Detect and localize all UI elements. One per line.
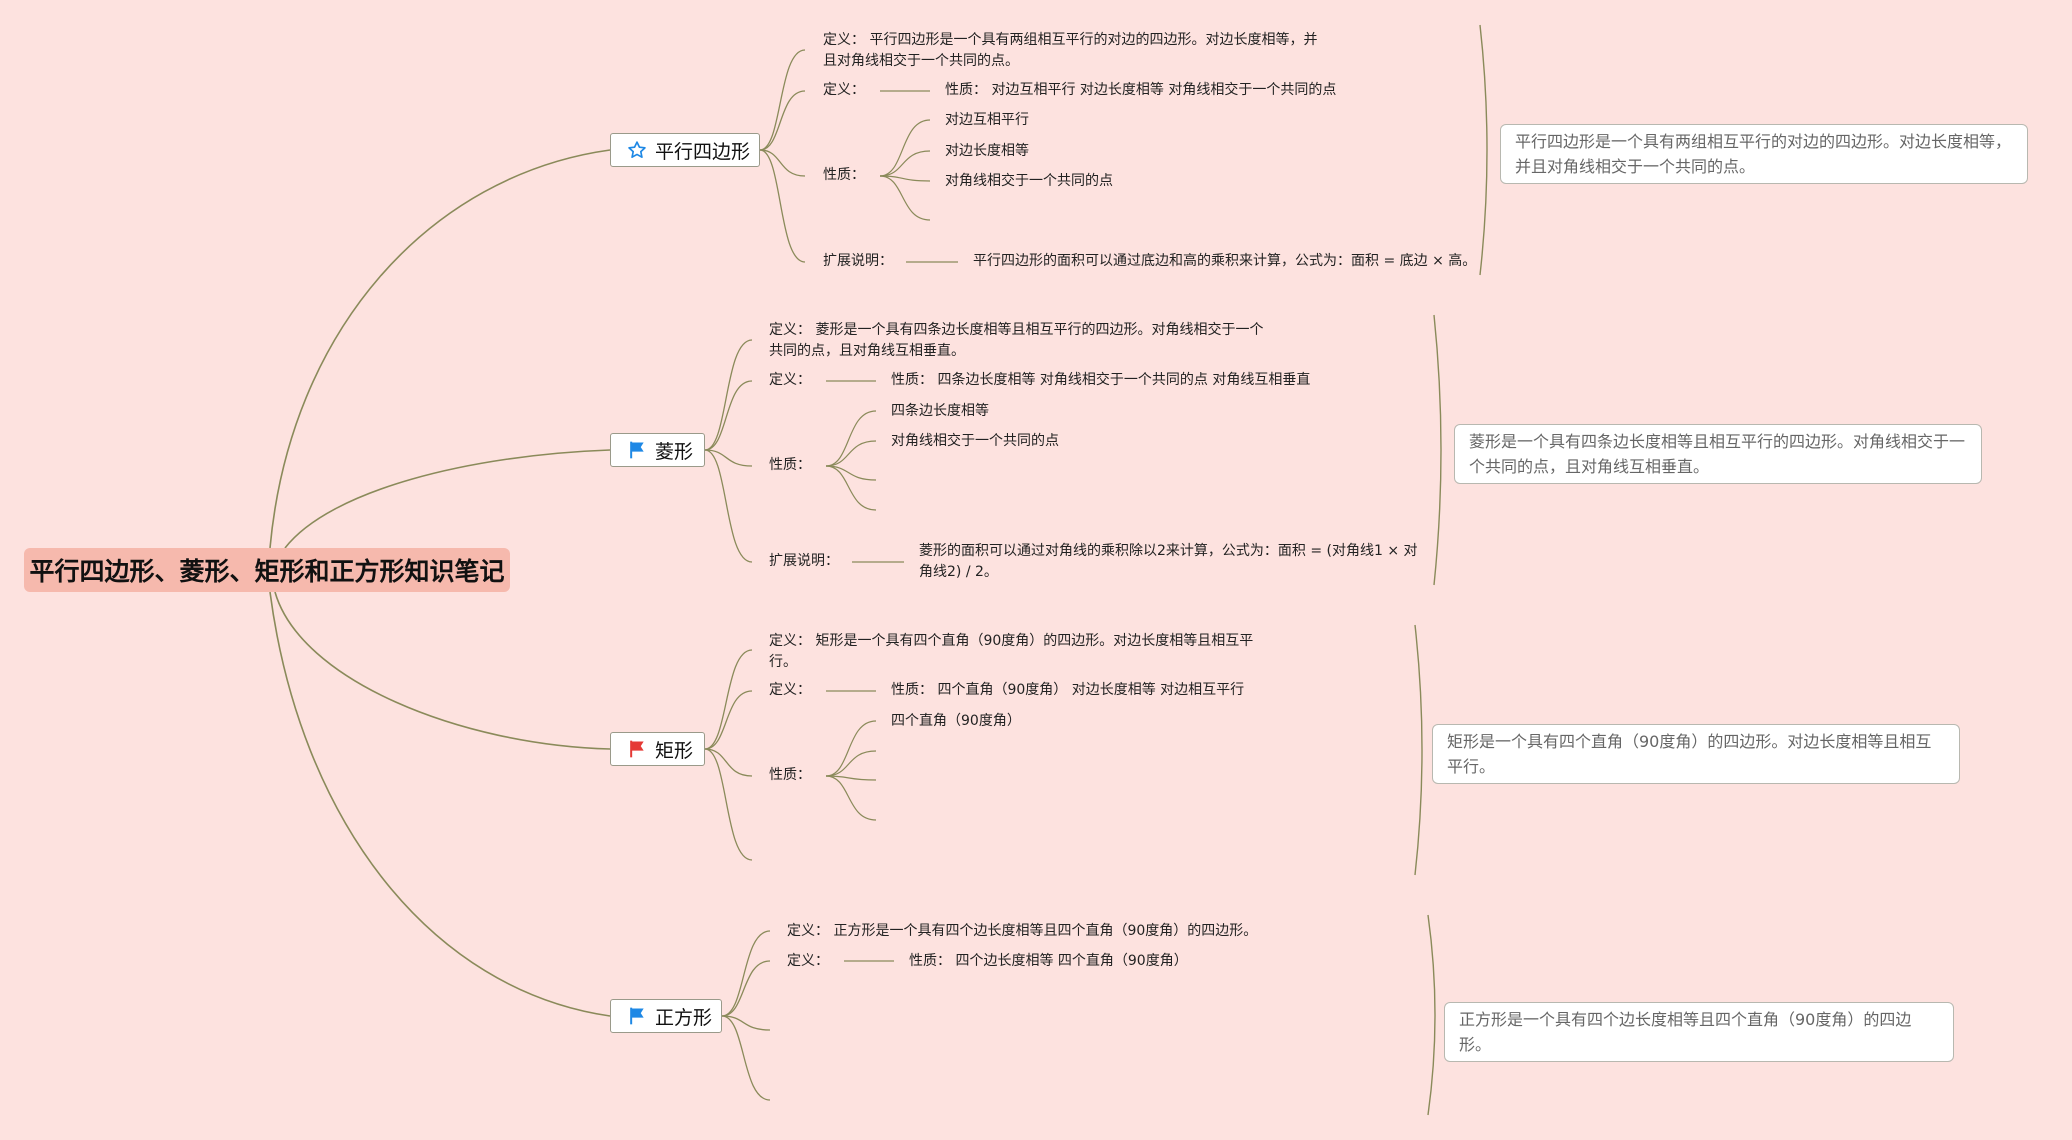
child-connector (825, 465, 877, 511)
definition-label: 定义： (787, 953, 829, 969)
branch-connector (721, 960, 771, 1017)
property-item: 对角线相交于一个共同的点 (891, 433, 1059, 449)
branch-connector (759, 49, 806, 151)
branch-connector (759, 149, 806, 263)
branch-connector (759, 149, 806, 177)
branch-connector (759, 90, 806, 151)
blue-flag-icon (627, 440, 647, 460)
summary-bracket (1427, 914, 1436, 1116)
branch-rectangle[interactable]: 矩形 (610, 732, 705, 766)
root-topic[interactable]: 平行四边形、菱形、矩形和正方形知识笔记 (24, 548, 510, 592)
property-item: 对边长度相等 (945, 143, 1029, 159)
summary-box: 平行四边形是一个具有两组相互平行的对边的四边形。对边长度相等，并且对角线相交于一… (1500, 124, 2028, 184)
child-connector (825, 465, 877, 481)
branch-square[interactable]: 正方形 (610, 999, 722, 1033)
branch-title: 矩形 (655, 739, 694, 762)
star-icon (627, 140, 647, 160)
definition-label: 定义： (823, 82, 865, 98)
summary-box: 正方形是一个具有四个边长度相等且四个直角（90度角）的四边形。 (1444, 1002, 1954, 1062)
summary-box: 矩形是一个具有四个直角（90度角）的四边形。对边长度相等且相互平行。 (1432, 724, 1960, 784)
definition-label: 定义： (769, 682, 811, 698)
property-label: 性质： (823, 167, 865, 183)
child-connector (825, 720, 877, 777)
child-connector (825, 750, 877, 777)
property-label: 性质： (769, 767, 811, 783)
extension-text: 菱形的面积可以通过对角线的乘积除以2来计算，公式为：面积 = (对角线1 × 对… (919, 543, 1418, 580)
blue-flag-icon (627, 1006, 647, 1026)
extension-label: 扩展说明： (823, 253, 893, 269)
root-connector (269, 149, 611, 549)
root-connector (269, 591, 611, 1017)
child-connector (825, 775, 877, 821)
branch-rhombus[interactable]: 菱形 (610, 433, 705, 467)
property-label: 性质： (769, 457, 811, 473)
branch-title: 菱形 (655, 440, 694, 463)
branch-title: 平行四边形 (655, 140, 751, 163)
branch-connector (704, 748, 753, 861)
child-connector (825, 410, 877, 467)
branch-connector (721, 930, 771, 1017)
child-connector (879, 150, 931, 177)
property-item: 四条边长度相等 (891, 403, 989, 419)
definition-full: 定义： 平行四边形是一个具有两组相互平行的对边的四边形。对边长度相等，并且对角线… (823, 32, 1318, 69)
branch-connector (704, 380, 753, 451)
property-item: 对角线相交于一个共同的点 (945, 173, 1113, 189)
child-connector (879, 175, 931, 221)
property-item: 对边互相平行 (945, 112, 1029, 128)
root-connector (284, 449, 611, 549)
branch-parallelogram[interactable]: 平行四边形 (610, 133, 760, 167)
branch-connector (721, 1015, 771, 1101)
definition-properties: 性质： 对边互相平行 对边长度相等 对角线相交于一个共同的点 (945, 82, 1337, 98)
summary-box: 菱形是一个具有四条边长度相等且相互平行的四边形。对角线相交于一个共同的点，且对角… (1454, 424, 1982, 484)
summary-bracket (1414, 624, 1423, 876)
definition-full: 定义： 矩形是一个具有四个直角（90度角）的四边形。对边长度相等且相互平行。 (769, 633, 1254, 670)
property-item: 四个直角（90度角） (891, 713, 1021, 729)
summary-bracket (1433, 314, 1442, 586)
definition-properties: 性质： 四个边长度相等 四个直角（90度角） (909, 953, 1188, 969)
summary-bracket (1479, 24, 1488, 276)
child-connector (825, 775, 877, 781)
branch-connector (704, 649, 753, 750)
child-connector (879, 175, 931, 182)
definition-properties: 性质： 四个直角（90度角） 对边长度相等 对边相互平行 (891, 682, 1245, 698)
branch-connector (704, 449, 753, 467)
red-flag-icon (627, 739, 647, 759)
definition-full: 定义： 正方形是一个具有四个边长度相等且四个直角（90度角）的四边形。 (787, 923, 1258, 939)
child-connector (825, 440, 877, 467)
root-connector (274, 591, 611, 750)
definition-label: 定义： (769, 372, 811, 388)
branch-title: 正方形 (655, 1006, 713, 1029)
branch-connector (704, 339, 753, 451)
child-connector (879, 119, 931, 177)
extension-label: 扩展说明： (769, 553, 839, 569)
extension-text: 平行四边形的面积可以通过底边和高的乘积来计算，公式为：面积 = 底边 × 高。 (973, 253, 1477, 269)
branch-connector (704, 449, 753, 563)
definition-properties: 性质： 四条边长度相等 对角线相交于一个共同的点 对角线互相垂直 (891, 372, 1311, 388)
branch-connector (721, 1015, 771, 1031)
branch-connector (704, 748, 753, 777)
branch-connector (704, 690, 753, 750)
definition-full: 定义： 菱形是一个具有四条边长度相等且相互平行的四边形。对角线相交于一个共同的点… (769, 322, 1264, 359)
